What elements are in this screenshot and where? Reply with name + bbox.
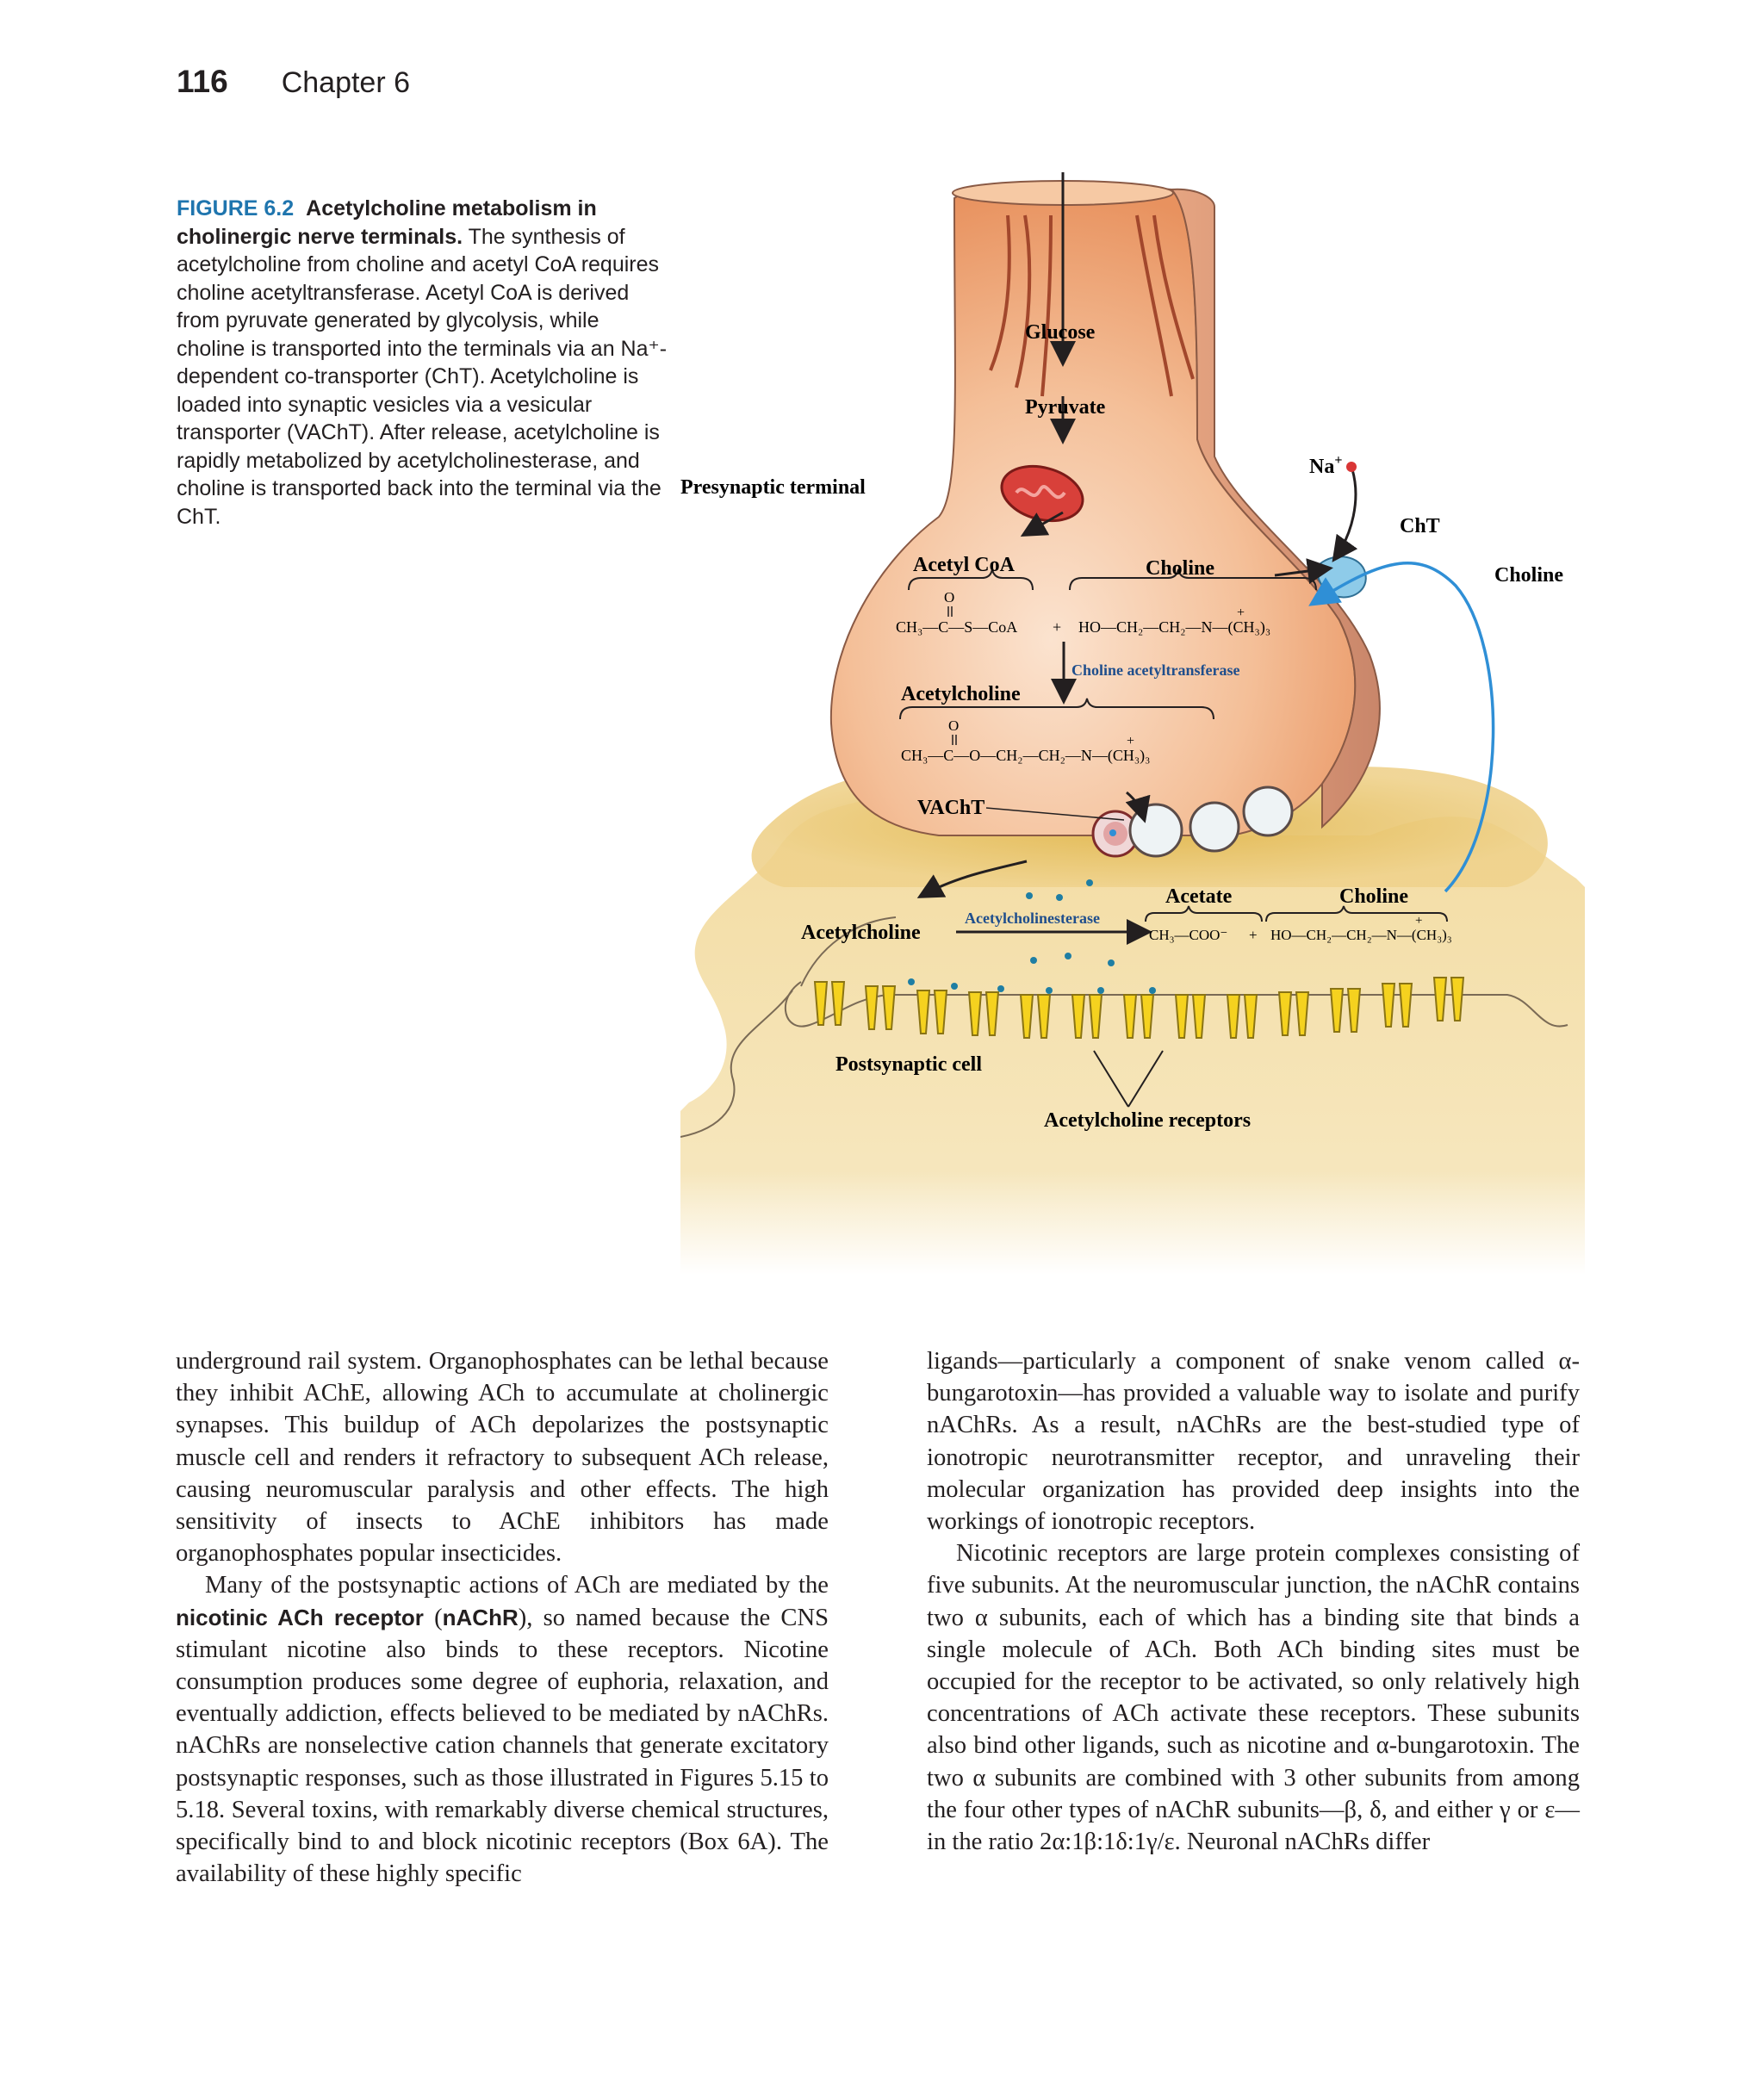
chapter-title: Chapter 6 (282, 66, 410, 100)
formula-acetate: CH₃—COO⁻ (1149, 927, 1227, 943)
label-postsynaptic-cell: Postsynaptic cell (835, 1053, 982, 1076)
label-choline-inside: Choline (1146, 557, 1214, 580)
label-choline-acetyltransferase: Choline acetyltransferase (1071, 661, 1239, 679)
key-term: nicotinic ACh receptor (176, 1605, 424, 1630)
oxygen-acetyl-coa: O (944, 589, 954, 605)
paragraph: Many of the postsynaptic actions of ACh … (176, 1569, 829, 1890)
formula-acetyl-coa: CH₃—C—S—CoA (896, 618, 1017, 636)
label-acetylcholine-receptors: Acetylcholine receptors (1044, 1109, 1251, 1132)
label-choline-cleft: Choline (1339, 885, 1408, 908)
label-acetylcholine-cleft: Acetylcholine (801, 922, 921, 944)
running-header: 116 Chapter 6 (177, 64, 410, 100)
formula-plus-cleft: + (1249, 927, 1258, 943)
label-cht: ChT (1400, 515, 1440, 537)
figure-caption-text: The synthesis of acetylcholine from chol… (177, 225, 667, 529)
label-presynaptic-terminal: Presynaptic terminal (680, 476, 866, 499)
label-na: Na+ (1309, 453, 1342, 478)
label-glucose: Glucose (1025, 321, 1096, 344)
label-acetylcholine-inside: Acetylcholine (901, 683, 1021, 705)
body-column-right: ligands—particularly a component of snak… (927, 1345, 1580, 1858)
charge-choline: + (1237, 605, 1245, 620)
formula-plus: + (1053, 618, 1061, 636)
page-number: 116 (177, 64, 228, 100)
figure-label: FIGURE 6.2 (177, 196, 294, 220)
formula-choline-cleft: HO—CH₂—CH₂—N—(CH₃)₃ (1270, 927, 1452, 943)
formula-acetylcholine: CH₃—C—O—CH₂—CH₂—N—(CH₃)₃ (901, 747, 1150, 765)
label-acetyl-coa: Acetyl CoA (913, 554, 1016, 576)
formula-choline: HO—CH₂—CH₂—N—(CH₃)₃ (1078, 618, 1270, 636)
presynaptic-terminal-shape (831, 181, 1380, 835)
body-column-left: underground rail system. Organophosphate… (176, 1345, 829, 1890)
label-acetate: Acetate (1165, 885, 1233, 908)
paragraph: underground rail system. Organophosphate… (176, 1345, 829, 1569)
paragraph: Nicotinic receptors are large protein co… (927, 1537, 1580, 1858)
label-pyruvate: Pyruvate (1025, 396, 1106, 419)
key-term: nAChR (443, 1605, 519, 1630)
oxygen-acetylcholine: O (948, 717, 959, 734)
acetylcholine-metabolism-figure: Presynaptic terminal Glucose Pyruvate Na… (680, 172, 1585, 1275)
label-choline-outside: Choline (1494, 564, 1563, 587)
charge-choline-cleft: + (1415, 914, 1422, 928)
charge-acetylcholine: + (1127, 734, 1134, 748)
label-acetylcholinesterase: Acetylcholinesterase (965, 910, 1100, 927)
label-vacht: VAChT (917, 797, 984, 819)
paragraph: ligands—particularly a component of snak… (927, 1345, 1580, 1537)
